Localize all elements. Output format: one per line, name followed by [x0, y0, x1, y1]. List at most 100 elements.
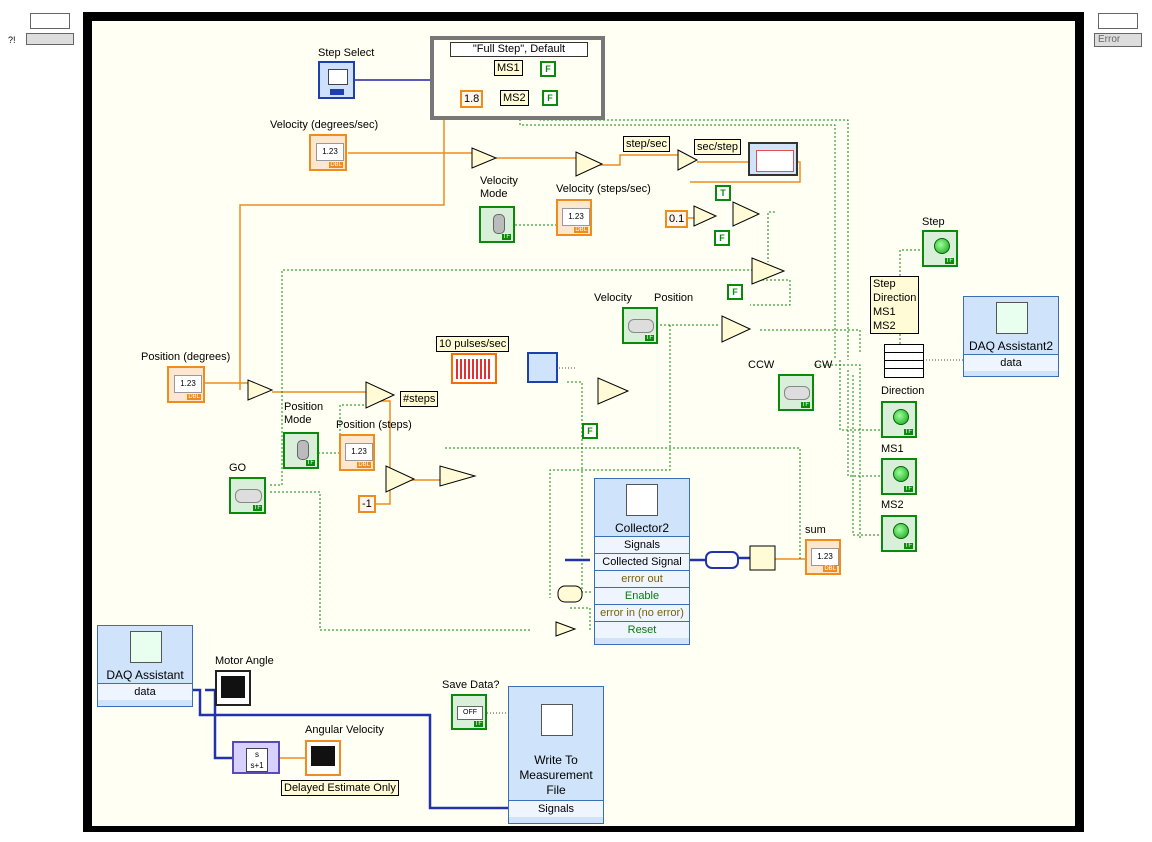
daq1-data-row[interactable]: data	[98, 683, 192, 700]
dbl-tag: DBL	[823, 566, 837, 572]
direction-led-label: Direction	[881, 385, 925, 397]
step-per-sec-label: step/sec	[623, 136, 670, 152]
sum-value: 1.23	[811, 548, 839, 566]
select-node-3	[751, 257, 786, 285]
save-data-switch[interactable]: OFF TF	[451, 694, 487, 730]
error-out-terminal[interactable]: Error	[1094, 33, 1142, 47]
pulse-train-node[interactable]	[748, 142, 798, 176]
go-button[interactable]: TF	[229, 477, 266, 514]
sum-node	[749, 545, 776, 571]
delayed-estimate-label: Delayed Estimate Only	[281, 780, 399, 796]
step-select-label: Step Select	[318, 47, 375, 59]
dbl-tag: DBL	[187, 394, 201, 400]
select-node-6	[385, 465, 416, 493]
direction-led: TF	[881, 401, 917, 438]
collector-row-collected[interactable]: Collected Signal	[595, 553, 689, 570]
const-01[interactable]: 0.1	[665, 210, 689, 228]
velocity-mode-switch[interactable]: TF	[479, 206, 515, 243]
daq-icon	[130, 631, 162, 663]
wire-step-bool	[760, 329, 861, 352]
step-select-control[interactable]	[318, 61, 355, 99]
daq-icon	[996, 302, 1028, 334]
collector-row-error-in[interactable]: error in (no error)	[595, 604, 689, 621]
wire-ccw	[815, 364, 861, 538]
position-deg-label: Position (degrees)	[141, 351, 231, 363]
error-in-terminal[interactable]	[26, 33, 74, 45]
const-false-1[interactable]: F	[714, 230, 730, 246]
daq-assistant2-node[interactable]: DAQ Assistant2 data	[963, 296, 1059, 377]
angular-velocity-label: Angular Velocity	[305, 724, 384, 736]
daq2-data-row[interactable]: data	[964, 354, 1058, 371]
divide-node-1	[471, 147, 498, 169]
write-measurement-file-node[interactable]: Write To Measurement File Signals	[508, 686, 604, 824]
case-const-18[interactable]: 1.8	[460, 90, 484, 108]
velocity-deg-value: 1.23	[316, 143, 344, 161]
tf-tag: TF	[252, 505, 262, 511]
position-button-label: Position	[654, 292, 694, 304]
motor-angle-graph	[215, 670, 251, 706]
position-mode-label: Position Mode	[284, 401, 324, 426]
wire-go-top	[270, 269, 760, 486]
tf-tag: TF	[800, 402, 810, 408]
collector-row-enable[interactable]: Enable	[595, 587, 689, 604]
wire-go	[270, 491, 530, 631]
wire-compare	[445, 447, 801, 560]
velocity-steps-value: 1.23	[562, 208, 590, 226]
collector-title: Collector2	[614, 521, 670, 535]
daq1-title: DAQ Assistant	[106, 668, 184, 682]
simulate-signal-node[interactable]	[527, 352, 558, 383]
position-mode-switch[interactable]: TF	[283, 432, 319, 469]
ms1-label: MS1	[494, 60, 523, 76]
select-node-7	[597, 377, 630, 405]
collector-row-error-out[interactable]: error out	[595, 570, 689, 587]
tf-tag: TF	[644, 335, 654, 341]
ccw-cw-button[interactable]: TF	[778, 374, 814, 411]
error-out-cluster-terminal[interactable]	[1098, 13, 1138, 29]
save-data-label: Save Data?	[442, 679, 500, 691]
case-selector[interactable]: "Full Step", Default	[450, 42, 588, 57]
select-node-2	[732, 201, 761, 227]
greater-node	[693, 205, 718, 227]
go-label: GO	[229, 462, 247, 474]
velocity-deg-control[interactable]: 1.23 DBL	[309, 134, 347, 171]
wire-and-out	[750, 279, 791, 306]
wire-reset	[570, 607, 592, 631]
write-file-signals-row[interactable]: Signals	[509, 800, 603, 817]
not-node	[555, 621, 577, 637]
velocity-mode-label: Velocity Mode	[480, 175, 518, 200]
const-false-2[interactable]: F	[727, 284, 743, 300]
tf-tag: TF	[473, 721, 483, 727]
case-false-const-1[interactable]: F	[540, 61, 556, 77]
tf-tag: TF	[903, 543, 913, 549]
tf-tag: TF	[305, 460, 315, 466]
pulses-waveform-const[interactable]	[451, 353, 497, 384]
wire-pos-mode	[318, 404, 365, 454]
velocity-steps-label: Velocity (steps/sec)	[556, 183, 651, 195]
convert-from-dynamic-node[interactable]	[705, 551, 739, 569]
velocity-position-button[interactable]: TF	[622, 307, 658, 344]
case-false-const-2[interactable]: F	[542, 90, 558, 106]
wire-ms2-top	[539, 115, 849, 360]
error-in-cluster-terminal[interactable]	[30, 13, 70, 29]
dbl-tag: DBL	[329, 162, 343, 168]
position-deg-value: 1.23	[174, 375, 202, 393]
const-true[interactable]: T	[715, 185, 731, 201]
collector-row-reset[interactable]: Reset	[595, 621, 689, 638]
ms2-led: TF	[881, 515, 917, 552]
daq-assistant-node[interactable]: DAQ Assistant data	[97, 625, 193, 707]
const-false-3[interactable]: F	[582, 423, 598, 439]
velocity-deg-label: Velocity (degrees/sec)	[270, 119, 379, 131]
position-deg-control[interactable]: 1.23 DBL	[167, 366, 205, 403]
collector2-node[interactable]: Collector2 Signals Collected Signal erro…	[594, 478, 690, 645]
dbl-tag: DBL	[357, 462, 371, 468]
ccw-label: CCW	[748, 359, 775, 371]
wire-pos-steps	[377, 400, 391, 471]
cw-label: CW	[814, 359, 833, 371]
wire-dir	[839, 360, 880, 431]
const-neg1[interactable]: -1	[358, 495, 376, 513]
collector-row-signals[interactable]: Signals	[595, 536, 689, 553]
tf-tag: TF	[501, 234, 511, 240]
wire-sel-vel	[767, 211, 775, 262]
ms1-led-label: MS1	[881, 443, 904, 455]
